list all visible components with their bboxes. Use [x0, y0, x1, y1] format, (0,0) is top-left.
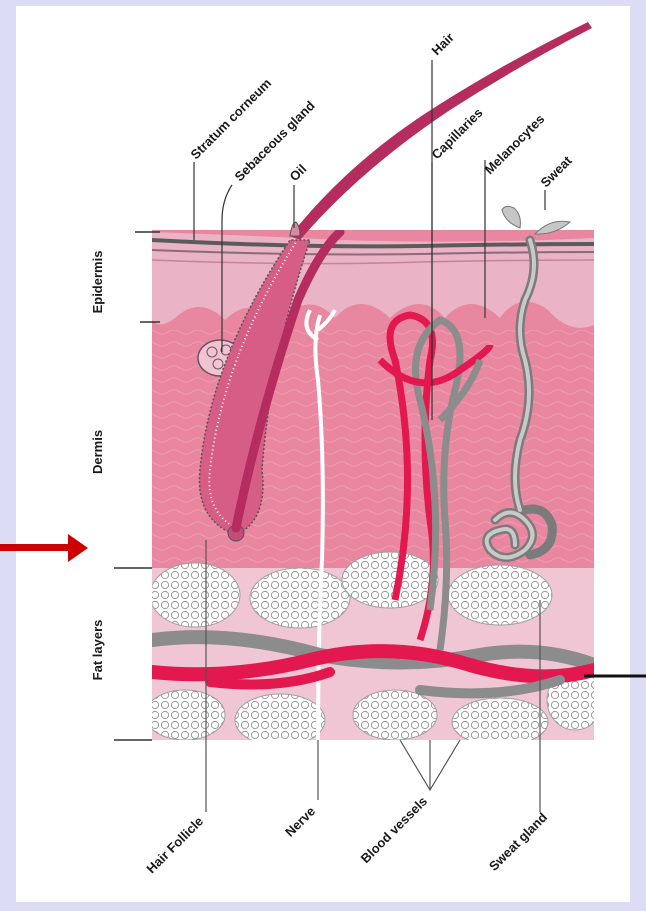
hair-label: Hair: [429, 30, 457, 58]
epidermis-label: Epidermis: [90, 251, 105, 314]
sweat-droplets: [502, 206, 570, 234]
skin-layers: [145, 230, 603, 746]
melanocytes-label: Melanocytes: [482, 111, 548, 177]
hair-follicle-label: Hair Follicle: [143, 814, 206, 877]
dermis-label: Dermis: [90, 430, 105, 474]
sweat-label: Sweat: [538, 152, 576, 190]
red-pointer-arrow: [0, 534, 88, 562]
blood-vessels-label: Blood vessels: [358, 794, 430, 866]
nerve-label: Nerve: [282, 804, 318, 840]
fat-layers-label: Fat layers: [90, 620, 105, 681]
sweat-gland-label: Sweat gland: [486, 809, 550, 873]
oil-label: Oil: [287, 161, 310, 184]
